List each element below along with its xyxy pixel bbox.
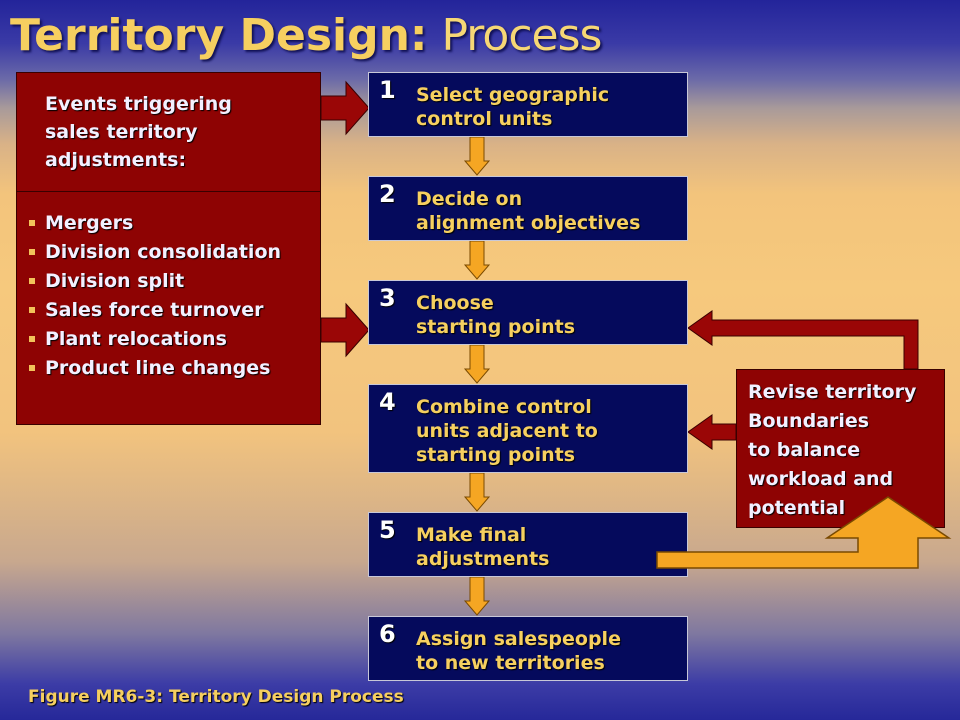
events-heading-line: adjustments:	[45, 149, 187, 171]
revise-box: Revise territory Boundaries to balance w…	[736, 369, 945, 528]
step-label: Make final adjustments	[416, 524, 550, 570]
step-label: Select geographic control units	[416, 84, 610, 130]
events-list: Mergers Division consolidation Division …	[27, 209, 281, 383]
events-list-box: Mergers Division consolidation Division …	[16, 191, 321, 425]
step-6-box: 6 Assign salespeople to new territories	[368, 616, 688, 681]
step-2-box: 2 Decide on alignment objectives	[368, 176, 688, 241]
bullet-icon	[29, 307, 35, 313]
events-heading-line: Events triggering	[45, 93, 232, 115]
event-item-division-split: Division split	[27, 267, 281, 296]
title-bold: Territory Design:	[10, 10, 428, 61]
step-label: Combine control units adjacent to starti…	[416, 396, 598, 466]
event-item-mergers: Mergers	[27, 209, 281, 238]
step-number: 3	[379, 284, 396, 312]
step-number: 6	[379, 620, 396, 648]
event-item-division-consolidation: Division consolidation	[27, 238, 281, 267]
bullet-icon	[29, 220, 35, 226]
figure-caption: Figure MR6-3: Territory Design Process	[28, 687, 404, 707]
step-number: 1	[379, 76, 396, 104]
bullet-icon	[29, 365, 35, 371]
arrow-revise-to-step-3	[687, 310, 919, 370]
slide-title: Territory Design: Process	[10, 6, 603, 66]
step-label: Decide on alignment objectives	[416, 188, 641, 234]
step-number: 5	[379, 516, 396, 544]
step-3-box: 3 Choose starting points	[368, 280, 688, 345]
step-4-box: 4 Combine control units adjacent to star…	[368, 384, 688, 473]
events-heading: Events triggering sales territory adjustme…	[45, 90, 232, 174]
arrow-events-to-step-1	[320, 80, 370, 136]
event-item-sales-force-turnover: Sales force turnover	[27, 296, 281, 325]
step-5-box: 5 Make final adjustments	[368, 512, 688, 577]
down-arrow-2-3	[463, 240, 491, 280]
bullet-icon	[29, 278, 35, 284]
arrow-revise-to-step-4	[687, 414, 737, 450]
event-item-plant-relocations: Plant relocations	[27, 325, 281, 354]
event-item-product-line-changes: Product line changes	[27, 354, 281, 383]
down-arrow-3-4	[463, 344, 491, 384]
arrow-step-5-to-revise	[656, 496, 952, 569]
arrow-events-to-step-3	[320, 302, 370, 358]
revise-text: Revise territory Boundaries to balance w…	[748, 381, 917, 519]
bullet-icon	[29, 336, 35, 342]
title-rest: Process	[441, 10, 603, 61]
events-heading-text: Events triggering sales territory adjustme…	[45, 90, 232, 174]
down-arrow-5-6	[463, 576, 491, 616]
step-number: 4	[379, 388, 396, 416]
down-arrow-1-2	[463, 136, 491, 176]
bullet-icon	[29, 249, 35, 255]
step-label: Assign salespeople to new territories	[416, 628, 621, 674]
step-number: 2	[379, 180, 396, 208]
step-label: Choose starting points	[416, 292, 576, 338]
down-arrow-4-5	[463, 472, 491, 512]
events-heading-box: Events triggering sales territory adjustme…	[16, 72, 321, 192]
events-heading-line: sales territory	[45, 121, 198, 143]
step-1-box: 1 Select geographic control units	[368, 72, 688, 137]
